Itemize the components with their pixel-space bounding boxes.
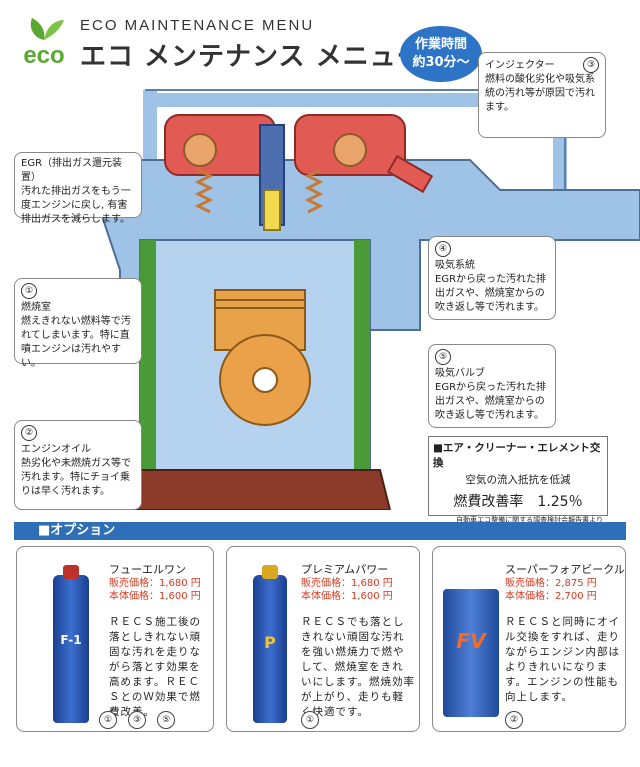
leaf-icon xyxy=(30,18,64,40)
product-price-base: 本体価格：1,600 円 xyxy=(109,591,201,602)
product-can-label: P xyxy=(264,633,276,652)
page-title: エコ メンテナンス メニュー xyxy=(80,42,424,72)
eco-logo: eco xyxy=(14,14,74,69)
product-name: スーパーフォアビークル xyxy=(505,563,625,576)
product-name: フューエルワン xyxy=(109,563,186,576)
callout-3-body: 燃料の酸化劣化や吸気系統の汚れ等が原因で汚れます。 xyxy=(485,74,595,113)
callout-2-number: ② xyxy=(21,425,37,441)
callout-4-body: EGRから戻った汚れた排出ガスや、燃焼室からの吹き返し等で汚れます。 xyxy=(435,274,547,313)
product-badges: ① ③ ⑤ xyxy=(99,707,181,729)
callout-4-title: 吸気系統 xyxy=(435,260,475,271)
product-card-fuel-one[interactable]: F-1 フューエルワン 販売価格：1,680 円 本体価格：1,600 円 ＲＥ… xyxy=(16,546,214,732)
product-can-image: P xyxy=(253,565,287,723)
product-can-label: FV xyxy=(456,629,486,653)
product-price-sale: 販売価格：1,680 円 xyxy=(109,578,201,589)
options-bar: ■オプション xyxy=(14,522,626,540)
product-card-premium-power[interactable]: P プレミアムパワー 販売価格：1,680 円 本体価格：1,600 円 ＲＥＣ… xyxy=(226,546,420,732)
callout-1-title: 燃焼室 xyxy=(21,302,51,313)
callout-engine-oil: ② エンジンオイル 熱劣化や未燃焼ガス等で汚れます。特にチョイ乗りは早く汚れます… xyxy=(14,420,142,510)
product-price-base: 本体価格：1,600 円 xyxy=(301,591,393,602)
callout-egr: EGR（排出ガス還元装置） 汚れた排出ガスをもう一度エンジンに戻し, 有害排出ガ… xyxy=(14,152,142,225)
work-time-value: 約30分〜 xyxy=(412,55,470,70)
badge-1: ① xyxy=(99,711,117,729)
callout-egr-body: 汚れた排出ガスをもう一度エンジンに戻し, 有害排出ガスを減らします。 xyxy=(21,186,131,225)
air-filter-title: ■エア・クリーナー・エレメント交換 xyxy=(433,442,601,469)
callout-5-number: ⑤ xyxy=(435,349,451,365)
callout-injector: ③ インジェクター 燃料の酸化劣化や吸気系統の汚れ等が原因で汚れます。 xyxy=(478,52,606,138)
badge-5: ⑤ xyxy=(157,711,176,729)
product-can-label: F-1 xyxy=(60,633,82,647)
header-title-en: ECO MAINTENANCE MENU xyxy=(80,17,315,34)
callout-5-body: EGRから戻った汚れた排出ガスや、燃焼室からの吹き返し等で汚れます。 xyxy=(435,382,547,421)
work-time-label: 作業時間 xyxy=(414,37,467,52)
options-label: ■オプション xyxy=(38,523,116,538)
callout-intake-system: ④ 吸気系統 EGRから戻った汚れた排出ガスや、燃焼室からの吹き返し等で汚れます… xyxy=(428,236,556,320)
callout-5-title: 吸気バルブ xyxy=(435,368,485,379)
air-filter-line2: 燃費改善率 1.25％ xyxy=(453,494,583,510)
product-badges: ① xyxy=(301,707,325,729)
product-name: プレミアムパワー xyxy=(301,563,389,576)
badge-2: ② xyxy=(505,711,523,729)
product-price-sale: 販売価格：2,875 円 xyxy=(505,578,597,589)
callout-1-body: 燃えきれない燃料等で汚れてしまいます。特に直噴エンジンは汚れやすい。 xyxy=(21,316,131,369)
product-price-base: 本体価格：2,700 円 xyxy=(505,591,597,602)
badge-1: ① xyxy=(301,711,319,729)
callout-combustion-chamber: ① 燃焼室 燃えきれない燃料等で汚れてしまいます。特に直噴エンジンは汚れやすい。 xyxy=(14,278,142,369)
engine-diagram xyxy=(98,89,640,510)
product-badges: ② xyxy=(505,707,529,729)
air-filter-box: ■エア・クリーナー・エレメント交換 空気の流入抵抗を低減 燃費改善率 1.25％… xyxy=(428,436,608,524)
product-description: ＲＥＣＳでも落としきれない頑固な汚れを強い燃焼力で燃やして、燃焼室をきれいにしま… xyxy=(301,616,415,718)
callout-intake-valve: ⑤ 吸気バルブ EGRから戻った汚れた排出ガスや、燃焼室からの吹き返し等で汚れま… xyxy=(428,344,556,428)
callout-2-body: 熱劣化や未燃焼ガス等で汚れます。特にチョイ乗りは早く汚れます。 xyxy=(21,458,131,497)
product-can-image: F-1 xyxy=(53,565,89,723)
product-can-image: FV xyxy=(443,589,499,717)
callout-egr-title: EGR（排出ガス還元装置） xyxy=(21,158,123,183)
badge-3: ③ xyxy=(128,711,147,729)
work-time-badge: 作業時間 約30分〜 xyxy=(400,26,482,82)
air-filter-note: 自動車エコ整備に関する調査検討会報告書より xyxy=(456,516,603,524)
product-description: ＲＥＣＳと同時にオイル交換をすれば、走りながらエンジン内部はよりきれいになります… xyxy=(505,616,620,703)
callout-2-title: エンジンオイル xyxy=(21,444,91,455)
callout-4-number: ④ xyxy=(435,241,451,257)
callout-1-number: ① xyxy=(21,283,37,299)
product-description: ＲＥＣＳ施工後の落としきれない頑固な汚れを走りながら落とす効果を高めます。ＲＥＣ… xyxy=(109,616,201,718)
air-filter-line1: 空気の流入抵抗を低減 xyxy=(465,474,571,486)
logo-text: eco xyxy=(23,42,65,69)
product-price-sale: 販売価格：1,680 円 xyxy=(301,578,393,589)
callout-3-title: インジェクター xyxy=(485,60,555,71)
product-card-super-fv[interactable]: FV スーパーフォアビークル 販売価格：2,875 円 本体価格：2,700 円… xyxy=(432,546,626,732)
callout-3-number: ③ xyxy=(583,57,599,73)
